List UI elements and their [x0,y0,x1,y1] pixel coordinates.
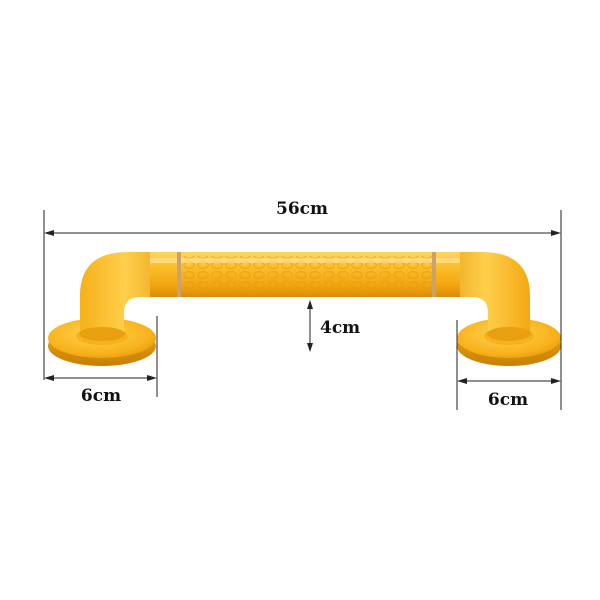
right-base-arrow-right [551,378,561,384]
height-label: 4cm [320,318,360,338]
total-length-arrow-right [551,230,561,236]
left-base-label: 6cm [81,386,121,406]
right-base-label: 6cm [488,390,528,410]
left-base-arrow-right [147,375,157,381]
left-grip-ring [177,252,181,297]
grab-bar-icon [48,252,561,366]
right-grip-ring [432,252,436,297]
height-arrow-bottom [307,343,313,352]
right-base-arrow-left [457,378,467,384]
height-arrow-top [307,300,313,309]
total-length-label: 56cm [276,199,328,219]
left-base-arrow-left [44,375,54,381]
dimension-lines [43,210,562,410]
total-length-arrow-left [44,230,54,236]
grip-texture [180,256,432,294]
